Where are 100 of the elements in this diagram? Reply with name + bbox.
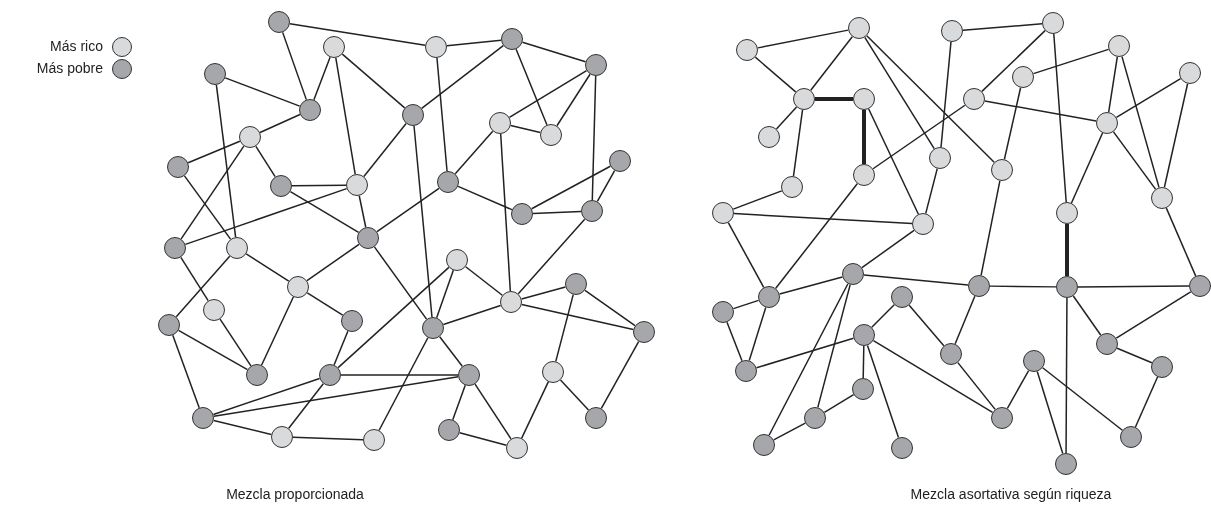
connector-line bbox=[866, 35, 995, 163]
connector-line bbox=[224, 77, 301, 107]
connector-line bbox=[288, 382, 324, 430]
connector-line bbox=[184, 187, 348, 246]
connector-line bbox=[775, 106, 798, 130]
connector-line bbox=[520, 381, 550, 439]
connector-line bbox=[454, 130, 494, 175]
connector-line bbox=[757, 29, 849, 49]
connector-line bbox=[521, 303, 634, 331]
connector-line bbox=[532, 210, 582, 215]
connector-line bbox=[1165, 207, 1197, 277]
connector-line bbox=[862, 345, 865, 379]
connector-line bbox=[172, 334, 200, 409]
legend-label: Más rico bbox=[50, 37, 103, 56]
connector-line bbox=[458, 432, 508, 446]
connector-line bbox=[1121, 55, 1160, 189]
connector-line bbox=[748, 306, 767, 362]
connector-line bbox=[175, 255, 231, 318]
connector-line bbox=[1072, 295, 1102, 336]
connector-line bbox=[219, 318, 252, 367]
connector-line bbox=[980, 180, 1001, 276]
connector-line bbox=[187, 140, 241, 164]
connector-line bbox=[517, 218, 586, 295]
connector-line bbox=[260, 296, 295, 366]
connector-line bbox=[291, 184, 347, 187]
connector-line bbox=[215, 84, 237, 238]
connector-line bbox=[962, 23, 1043, 31]
connector-line bbox=[457, 185, 513, 211]
connector-line bbox=[521, 41, 587, 63]
connector-line bbox=[341, 53, 406, 109]
connector-line bbox=[373, 246, 428, 320]
connector-line bbox=[584, 289, 636, 327]
connector-line bbox=[337, 266, 450, 369]
connector-line bbox=[421, 44, 504, 110]
connector-line bbox=[817, 283, 851, 409]
connector-line bbox=[984, 100, 1097, 122]
connector-line bbox=[183, 175, 232, 240]
connector-line bbox=[867, 108, 920, 215]
connector-line bbox=[559, 379, 590, 411]
connector-line bbox=[810, 35, 853, 92]
network-caption: Mezcla asortativa según riqueza bbox=[910, 485, 1112, 504]
connector-line bbox=[376, 187, 440, 233]
connector-line bbox=[778, 276, 844, 295]
connector-line bbox=[1112, 131, 1157, 190]
connector-line bbox=[556, 73, 591, 127]
connector-line bbox=[446, 39, 502, 47]
connector-line bbox=[1032, 48, 1110, 75]
connector-line bbox=[940, 41, 952, 148]
connector-line bbox=[442, 304, 502, 326]
connector-line bbox=[1036, 370, 1064, 455]
connector-line bbox=[861, 229, 915, 269]
connector-line bbox=[436, 57, 448, 172]
connector-line bbox=[289, 23, 426, 46]
connector-line bbox=[509, 124, 542, 134]
connector-line bbox=[464, 266, 504, 296]
connector-line bbox=[754, 56, 797, 93]
connector-line bbox=[340, 374, 459, 376]
connector-line bbox=[335, 57, 356, 175]
connector-line bbox=[180, 145, 245, 240]
connector-line bbox=[358, 195, 367, 228]
connector-line bbox=[499, 133, 512, 292]
connector-line bbox=[862, 110, 866, 164]
connector-line bbox=[555, 293, 574, 363]
connector-line bbox=[1053, 33, 1067, 203]
connector-line bbox=[515, 48, 548, 126]
connector-line bbox=[259, 113, 301, 134]
connector-line bbox=[726, 321, 743, 362]
connector-line bbox=[363, 122, 407, 178]
connector-line bbox=[866, 344, 900, 439]
connector-line bbox=[815, 97, 853, 101]
connector-line bbox=[212, 419, 273, 436]
connector-line bbox=[591, 75, 597, 201]
connector-line bbox=[281, 31, 308, 101]
connector-line bbox=[474, 383, 512, 440]
connector-line bbox=[775, 182, 858, 290]
connector-line bbox=[212, 377, 321, 416]
connector-line bbox=[792, 109, 804, 177]
connector-line bbox=[378, 337, 429, 431]
connector-line bbox=[1003, 87, 1022, 160]
connector-line bbox=[1041, 367, 1124, 431]
connector-line bbox=[213, 376, 459, 417]
connector-line bbox=[981, 29, 1046, 93]
connector-line bbox=[957, 361, 996, 411]
connector-line bbox=[413, 125, 433, 318]
connector-line bbox=[1070, 132, 1104, 204]
connector-line bbox=[313, 56, 331, 101]
connector-line bbox=[1116, 347, 1153, 364]
connector-line bbox=[732, 190, 783, 210]
connector-line bbox=[733, 212, 913, 225]
connector-line bbox=[333, 330, 349, 366]
network-caption: Mezcla proporcionada bbox=[226, 485, 364, 504]
connector-line bbox=[1065, 224, 1069, 276]
connector-line bbox=[520, 286, 567, 300]
connector-line bbox=[1134, 376, 1159, 428]
connector-line bbox=[438, 336, 464, 367]
connector-line bbox=[435, 269, 455, 319]
connector-line bbox=[908, 304, 945, 347]
connector-line bbox=[954, 295, 976, 345]
connector-line bbox=[732, 299, 760, 310]
connector-line bbox=[768, 283, 849, 436]
